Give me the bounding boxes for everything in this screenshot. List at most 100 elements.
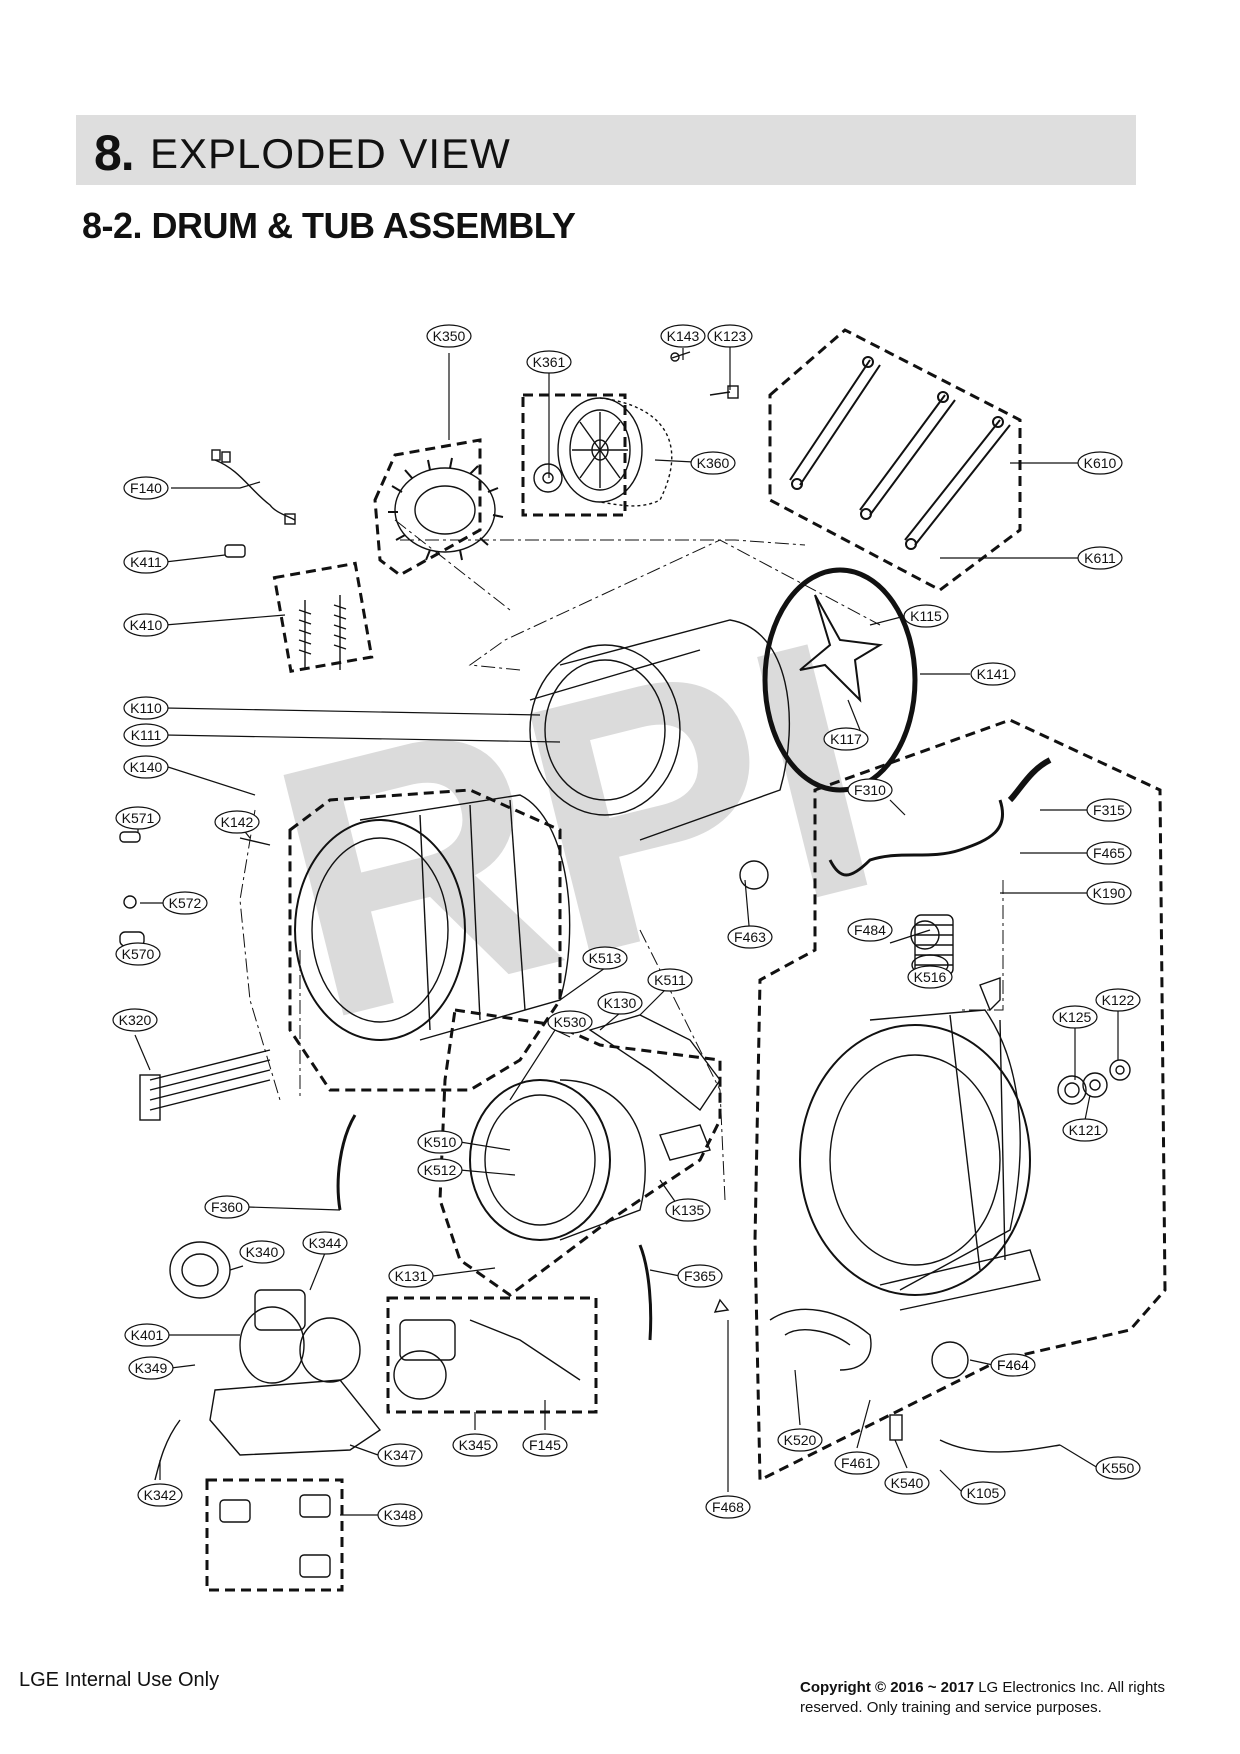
part-callout-f465: F465	[1086, 841, 1132, 865]
part-callout-k135: K135	[665, 1198, 711, 1222]
part-callout-k347: K347	[377, 1443, 423, 1467]
clip-part	[224, 544, 246, 558]
part-label: F315	[1093, 802, 1125, 818]
part-callout-f464: F464	[990, 1353, 1036, 1377]
part-callout-k140: K140	[123, 755, 169, 779]
part-callout-k572: K572	[162, 891, 208, 915]
part-label: F463	[734, 929, 766, 945]
group-outline-k610	[768, 328, 1022, 592]
small-parts-left	[119, 831, 271, 947]
door-gasket-part	[469, 1079, 646, 1241]
part-callout-k571: K571	[115, 806, 161, 830]
part-callout-f315: F315	[1086, 798, 1132, 822]
group-outline-k510	[438, 1008, 722, 1297]
part-label: K550	[1102, 1460, 1135, 1476]
part-callout-f310: F310	[847, 778, 893, 802]
part-callout-k340: K340	[239, 1240, 285, 1264]
part-label: K190	[1093, 885, 1126, 901]
part-callout-f461: F461	[834, 1451, 880, 1475]
part-callout-f484: F484	[847, 918, 893, 942]
part-label: K401	[131, 1327, 164, 1343]
part-label: F365	[684, 1268, 716, 1284]
bolt-part	[670, 351, 739, 399]
part-label: K105	[967, 1485, 1000, 1501]
leader-lines	[134, 342, 1119, 1516]
part-label: F464	[997, 1357, 1029, 1373]
part-label: K111	[131, 727, 162, 743]
rear-tub-part	[799, 1009, 1041, 1311]
group-outline-k410	[272, 561, 374, 673]
damper-part	[789, 356, 1011, 550]
part-callout-k516: K516	[907, 965, 953, 989]
part-callout-k410: K410	[123, 613, 169, 637]
section-header-band	[76, 115, 1136, 185]
part-label: K130	[604, 995, 637, 1011]
part-label: K610	[1084, 455, 1117, 471]
part-label: K611	[1084, 550, 1116, 566]
part-label: F145	[529, 1437, 561, 1453]
wire-harness-part	[211, 449, 296, 525]
part-label: K570	[122, 946, 155, 962]
group-outline-k345	[386, 1296, 598, 1414]
group-outline-k350	[373, 438, 482, 577]
part-label: K571	[122, 810, 155, 826]
part-label: F461	[841, 1455, 873, 1471]
part-callout-k190: K190	[1086, 881, 1132, 905]
drain-hose-part	[769, 1308, 872, 1371]
nozzle-part	[713, 1298, 903, 1441]
pump-housing-part	[169, 1241, 231, 1299]
part-label: F360	[211, 1199, 243, 1215]
part-callout-k117: K117	[823, 727, 869, 751]
part-label: K350	[433, 328, 466, 344]
group-outline-k140	[288, 788, 562, 1092]
part-label: K410	[130, 617, 163, 633]
part-label: K340	[246, 1244, 279, 1260]
part-label: F140	[130, 480, 162, 496]
part-label: K572	[169, 895, 202, 911]
spider-part	[799, 594, 883, 703]
part-label: K141	[977, 666, 1010, 682]
part-label: K345	[459, 1437, 492, 1453]
part-label: K530	[554, 1014, 587, 1030]
part-callout-k320: K320	[112, 1008, 158, 1032]
part-callout-k348: K348	[377, 1503, 423, 1527]
part-callout-k111: K111	[123, 723, 169, 747]
part-callout-k513: K513	[582, 946, 628, 970]
part-label: K513	[589, 950, 622, 966]
part-label: F465	[1093, 845, 1125, 861]
part-label: K512	[424, 1162, 457, 1178]
part-callout-k122: K122	[1095, 988, 1141, 1012]
front-tub-part	[294, 794, 571, 1041]
spring-part	[298, 595, 347, 670]
part-label: F468	[712, 1499, 744, 1515]
part-label: K117	[830, 731, 862, 747]
copyright-year: Copyright © 2016 ~ 2017	[800, 1679, 975, 1696]
part-label: K360	[697, 455, 730, 471]
part-label: K510	[424, 1134, 457, 1150]
part-label: K344	[309, 1235, 342, 1251]
part-label: K125	[1059, 1009, 1092, 1025]
part-callout-k350: K350	[426, 324, 472, 348]
part-callout-f140: F140	[123, 476, 169, 500]
part-callout-f365: F365	[677, 1264, 723, 1288]
part-callout-k110: K110	[123, 696, 169, 720]
page-subtitle: 8-2. DRUM & TUB ASSEMBLY	[82, 205, 576, 246]
leg-part	[219, 1494, 331, 1578]
part-callout-k344: K344	[302, 1231, 348, 1255]
part-callout-f145: F145	[522, 1433, 568, 1457]
sensor-part	[939, 1439, 1061, 1453]
drum-part	[529, 619, 790, 841]
part-label: K511	[654, 972, 686, 988]
bearing-part	[1057, 1059, 1131, 1105]
part-label: K348	[384, 1507, 417, 1523]
part-label: K143	[667, 328, 700, 344]
rotor-part	[557, 397, 673, 507]
wire-part	[154, 1419, 181, 1481]
part-callout-k610: K610	[1077, 451, 1123, 475]
part-callout-k141: K141	[970, 662, 1016, 686]
drain-bracket-part	[209, 1379, 382, 1456]
part-label: K110	[130, 700, 162, 716]
part-label: K121	[1069, 1122, 1102, 1138]
